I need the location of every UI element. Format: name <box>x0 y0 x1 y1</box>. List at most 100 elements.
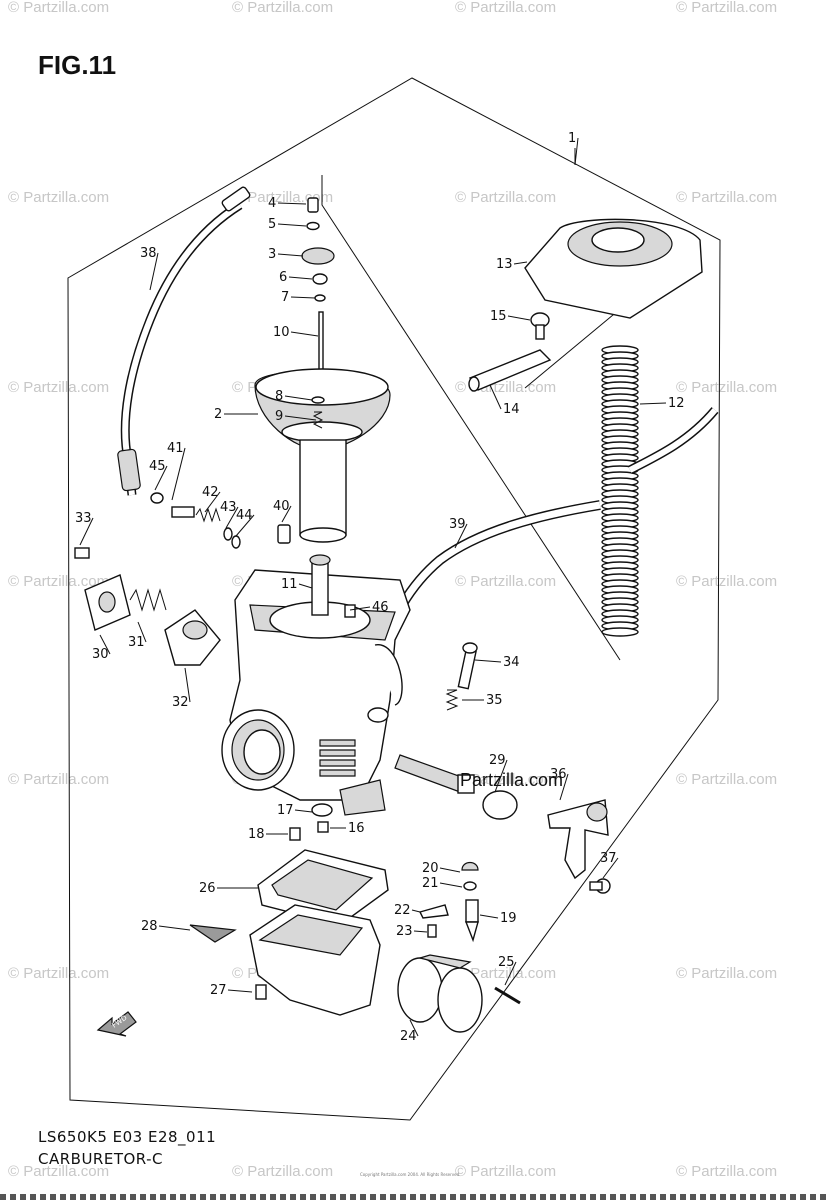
callout-leader-29 <box>494 759 508 793</box>
callout-leader-34 <box>474 659 502 663</box>
watermark-text: © Partzilla.com <box>676 965 777 982</box>
callout-label-5: 5 <box>268 217 276 232</box>
watermark-text: © Partzilla.com <box>232 1163 333 1180</box>
callout-label-20: 20 <box>422 861 439 876</box>
top-small-parts <box>301 197 335 302</box>
callout-leader-20 <box>439 867 461 873</box>
diagram-code: LS650K5 E03 E28_011 <box>38 1128 217 1146</box>
accelerator-pump <box>74 547 221 666</box>
callout-label-30: 30 <box>92 647 109 662</box>
pilot-screw <box>445 642 478 711</box>
callout-leader-14 <box>489 384 502 410</box>
reference-line <box>321 175 621 661</box>
jet-cluster <box>150 492 241 549</box>
callout-leader-23 <box>413 930 428 933</box>
callout-label-31: 31 <box>128 635 145 650</box>
callout-leader-30 <box>99 634 111 655</box>
callout-label-17: 17 <box>277 803 294 818</box>
watermark-text: © Partzilla.com <box>8 189 109 206</box>
callout-label-39: 39 <box>449 517 466 532</box>
callout-leader-32 <box>184 667 191 703</box>
callout-label-24: 24 <box>400 1029 417 1044</box>
vacuum-piston <box>254 368 391 543</box>
watermark-text: © Partzilla.com <box>676 771 777 788</box>
callout-leader-24 <box>409 1019 419 1037</box>
callout-leader-7 <box>290 296 316 299</box>
callout-label-8: 8 <box>275 389 283 404</box>
callout-leader-1 <box>574 137 579 166</box>
callout-leader-4 <box>277 202 307 205</box>
float <box>397 954 521 1033</box>
callout-label-40: 40 <box>273 499 290 514</box>
watermark-text: © Partzilla.com <box>455 0 556 16</box>
watermark-text: © Partzilla.com <box>8 0 109 16</box>
callout-label-46: 46 <box>372 600 389 615</box>
watermark-text: © Partzilla.com <box>8 573 109 590</box>
carburetor-body <box>221 554 411 816</box>
callout-leader-39 <box>454 523 468 549</box>
watermark-text: © Partzilla.com <box>676 573 777 590</box>
watermark-text: © Partzilla.com <box>676 189 777 206</box>
watermark-text: © Partzilla.com <box>676 1163 777 1180</box>
center-watermark: Partzilla.com <box>460 770 563 790</box>
assembly-outline <box>67 77 721 1121</box>
callout-label-34: 34 <box>503 655 520 670</box>
callout-leader-43 <box>225 506 239 529</box>
callout-label-4: 4 <box>268 196 276 211</box>
callout-label-13: 13 <box>496 257 513 272</box>
throttle-stop-bracket <box>547 799 611 894</box>
watermark-text: © Partzilla.com <box>455 771 556 788</box>
callout-label-26: 26 <box>199 881 216 896</box>
callout-leader-13 <box>513 261 528 265</box>
jets-group <box>418 861 479 943</box>
figure-title: FIG.11 <box>38 50 117 80</box>
watermark-text: © Partzilla.com <box>455 189 556 206</box>
callout-label-12: 12 <box>668 396 685 411</box>
callout-label-44: 44 <box>236 508 253 523</box>
callout-label-43: 43 <box>220 500 237 515</box>
callout-layer: 1234567891011121314151617181920212223242… <box>75 131 685 1044</box>
callout-leader-36 <box>559 773 569 801</box>
float-bowl <box>189 904 381 1016</box>
callout-label-21: 21 <box>422 876 439 891</box>
callout-label-33: 33 <box>75 511 92 526</box>
callout-leader-12 <box>639 402 667 405</box>
callout-label-23: 23 <box>396 924 413 939</box>
callout-leader-9 <box>284 415 317 421</box>
watermark-text: © Partzilla.com <box>676 0 777 16</box>
callout-leader-11 <box>298 583 313 589</box>
callout-label-3: 3 <box>268 247 276 262</box>
callout-leader-38 <box>149 252 159 291</box>
reference-line-2 <box>524 304 626 389</box>
carb-spring <box>601 345 639 637</box>
watermark-text: © Partzilla.com <box>455 573 556 590</box>
throttle-cable <box>117 186 251 496</box>
watermark-text: © Partzilla.com <box>8 771 109 788</box>
callout-leader-3 <box>277 253 304 257</box>
watermark-text: © Partzilla.com <box>8 1163 109 1180</box>
callout-leader-37 <box>602 857 619 879</box>
callout-label-36: 36 <box>550 767 567 782</box>
callout-leader-25 <box>504 961 517 986</box>
watermark-text: © Partzilla.com <box>232 0 333 16</box>
watermark-text: © Partzilla.com <box>8 379 109 396</box>
callout-leader-21 <box>439 882 463 888</box>
idle-screw <box>394 754 518 820</box>
callout-label-10: 10 <box>273 325 290 340</box>
callout-leader-22 <box>411 909 421 913</box>
callout-label-35: 35 <box>486 693 503 708</box>
callout-label-37: 37 <box>600 851 617 866</box>
callout-label-14: 14 <box>503 402 520 417</box>
top-cover <box>524 218 703 319</box>
callout-label-9: 9 <box>275 409 283 424</box>
callout-label-38: 38 <box>140 246 157 261</box>
watermark-text: © Partzilla.com <box>455 1163 556 1180</box>
cover-screw-and-bracket <box>468 312 552 392</box>
callout-leader-19 <box>479 914 499 919</box>
callout-leader-5 <box>277 223 307 227</box>
callout-label-16: 16 <box>348 821 365 836</box>
callout-leader-42 <box>204 491 221 513</box>
callout-leader-45 <box>154 465 168 491</box>
